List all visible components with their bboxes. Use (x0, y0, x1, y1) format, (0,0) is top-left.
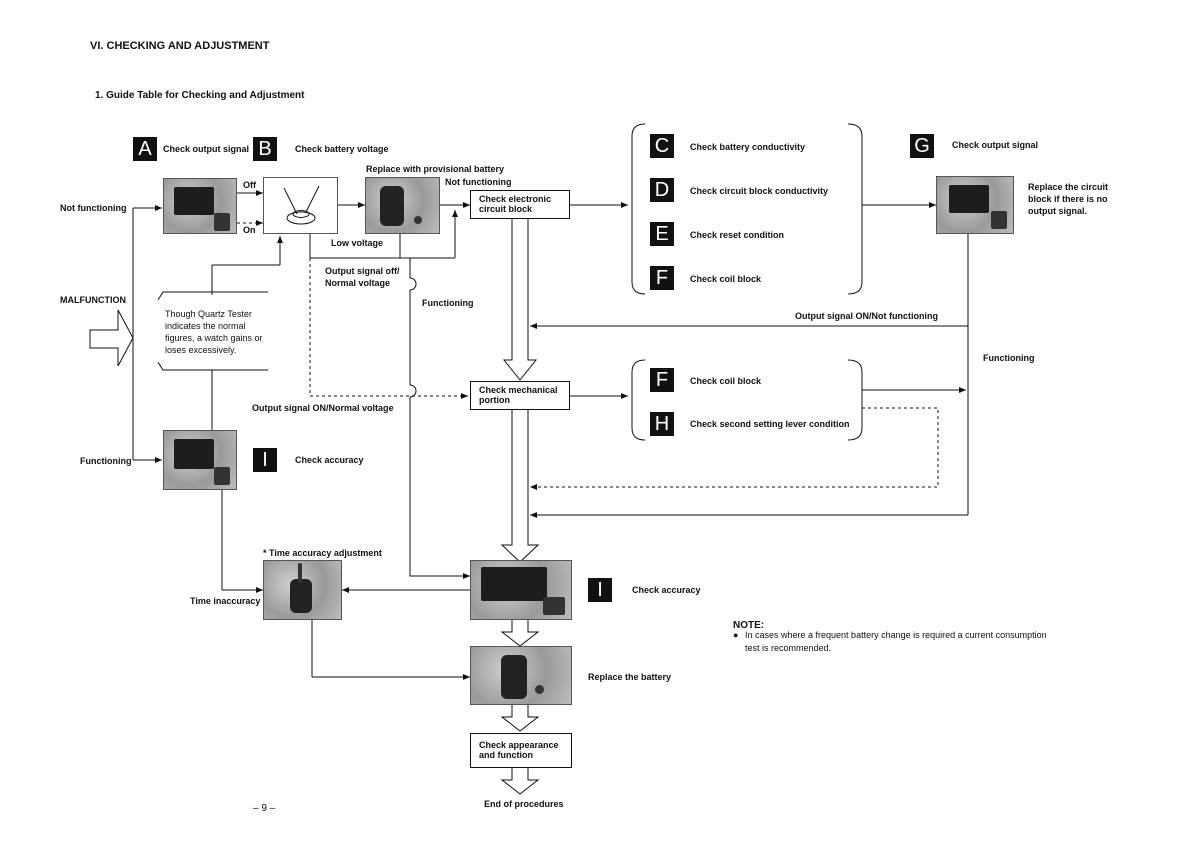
badge-c: C (650, 134, 674, 158)
note-bullet: ● (733, 630, 739, 640)
check-i1-label: Check accuracy (295, 455, 364, 465)
label-output-on-normal: Output signal ON/Normal voltage (252, 403, 394, 413)
badge-f1: F (650, 266, 674, 290)
label-on: On (243, 225, 256, 235)
badge-d: D (650, 178, 674, 202)
label-end-of-procedures: End of procedures (484, 799, 564, 809)
photo-quartz-tester-g (936, 176, 1014, 234)
label-replace-circuit-2: block if there is no (1028, 194, 1108, 204)
photo-quartz-tester-i (163, 430, 237, 490)
subsection-heading: 1. Guide Table for Checking and Adjustme… (95, 90, 305, 101)
label-replace-provisional: Replace with provisional battery (366, 164, 505, 174)
check-g-label: Check output signal (952, 140, 1039, 150)
check-f2-label: Check coil block (690, 376, 762, 386)
note-title: NOTE: (733, 620, 765, 631)
check-f1-label: Check coil block (690, 274, 762, 284)
label-output-off-1: Output signal off/ (325, 266, 400, 276)
box-check-mechanical: Check mechanical portion (470, 381, 570, 410)
label-replace-battery: Replace the battery (588, 672, 672, 682)
label-functioning-right: Functioning (983, 353, 1035, 363)
photo-quartz-tester-center (470, 560, 572, 620)
note-line-1: In cases where a frequent battery change… (745, 630, 1047, 640)
photo-provisional-battery (365, 177, 440, 234)
photo-battery-voltage (263, 177, 338, 234)
check-c-label: Check battery conductivity (690, 142, 806, 152)
photo-replace-battery (470, 646, 572, 705)
section-heading: VI. CHECKING AND ADJUSTMENT (90, 40, 270, 52)
check-e-label: Check reset condition (690, 230, 785, 240)
label-output-off-2: Normal voltage (325, 278, 391, 288)
badge-h: H (650, 412, 674, 436)
badge-e: E (650, 222, 674, 246)
label-replace-circuit-1: Replace the circuit (1028, 182, 1109, 192)
badge-i1: I (253, 448, 277, 472)
label-replace-circuit-3: output signal. (1028, 206, 1087, 216)
tester-note: Though Quartz Tester indicates the norma… (165, 309, 263, 356)
label-low-voltage: Low voltage (331, 238, 384, 248)
label-malfunction: MALFUNCTION (60, 295, 126, 305)
photo-quartz-tester-a (163, 178, 237, 234)
label-not-functioning-top: Not functioning (445, 177, 512, 187)
badge-f2: F (650, 368, 674, 392)
badge-a: A (133, 137, 157, 161)
check-h-label: Check second setting lever condition (690, 419, 850, 429)
label-functioning-left: Functioning (80, 456, 132, 466)
label-time-adjustment: * Time accuracy adjustment (263, 548, 382, 558)
box-check-appearance: Check appearance and function (470, 733, 572, 768)
label-off: Off (243, 180, 256, 190)
badge-g: G (910, 134, 934, 158)
note-line-2: test is recommended. (745, 643, 832, 653)
box-check-electronic: Check electronic circuit block (470, 190, 570, 219)
check-a-label: Check output signal (163, 144, 250, 154)
page-number: – 9 – (253, 803, 276, 814)
check-d-label: Check circuit block conductivity (690, 186, 829, 196)
check-b-label: Check battery voltage (295, 144, 389, 154)
label-output-on-not-functioning: Output signal ON/Not functioning (795, 311, 938, 321)
label-not-functioning: Not functioning (60, 203, 127, 213)
label-time-inaccuracy: Time inaccuracy (190, 596, 261, 606)
badge-b: B (253, 137, 277, 161)
photo-time-adjustment (263, 560, 342, 620)
badge-i2: I (588, 578, 612, 602)
check-i2-label: Check accuracy (632, 585, 701, 595)
label-functioning-mid: Functioning (422, 298, 474, 308)
